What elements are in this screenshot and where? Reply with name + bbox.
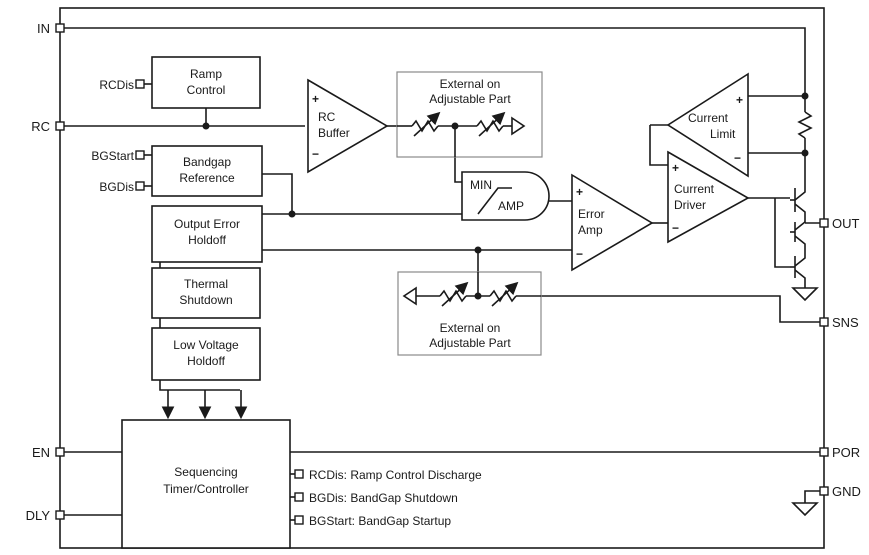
external-top-resistors: [397, 111, 526, 157]
min-amp-block: MIN AMP: [461, 171, 550, 221]
svg-text:Control: Control: [187, 83, 226, 97]
svg-text:−: −: [734, 151, 741, 165]
svg-text:Current: Current: [688, 111, 729, 125]
svg-text:Adjustable Part: Adjustable Part: [429, 336, 511, 350]
svg-text:Timer/Controller: Timer/Controller: [163, 482, 249, 496]
thermal-shutdown-block: Thermal Shutdown: [151, 267, 261, 319]
legend-item: BGDis: BandGap Shutdown: [309, 491, 458, 505]
low-voltage-holdoff-block: Low Voltage Holdoff: [151, 327, 261, 381]
svg-text:Output Error: Output Error: [174, 217, 240, 231]
svg-text:Ramp: Ramp: [190, 67, 222, 81]
pin-gnd-label: GND: [832, 484, 861, 499]
svg-text:Error: Error: [578, 207, 605, 221]
svg-text:External on: External on: [440, 321, 501, 335]
svg-text:Limit: Limit: [710, 127, 736, 141]
svg-text:+: +: [672, 161, 679, 175]
legend-item: RCDis: Ramp Control Discharge: [309, 468, 482, 482]
current-driver-amplifier: + − Current Driver: [667, 150, 750, 244]
external-bottom-resistors: [402, 272, 541, 307]
svg-text:−: −: [312, 147, 319, 161]
svg-text:Holdoff: Holdoff: [187, 354, 225, 368]
internal-input-labels: RCDis BGStart BGDis: [91, 78, 134, 194]
legend-item: BGStart: BandGap Startup: [309, 514, 451, 528]
error-amp-amplifier: + − Error Amp: [571, 173, 654, 272]
svg-text:Driver: Driver: [674, 198, 706, 212]
rcdis-label: RCDis: [99, 78, 134, 92]
bgstart-label: BGStart: [91, 149, 134, 163]
pin-labels: IN RC EN DLY OUT SNS POR GND: [26, 21, 861, 523]
pin-en-label: EN: [32, 445, 50, 460]
pin-sns-label: SNS: [832, 315, 859, 330]
output-error-holdoff-block: Output Error Holdoff: [151, 205, 263, 263]
pin-por-label: POR: [832, 445, 860, 460]
external-bottom-box: External on Adjustable Part: [397, 271, 542, 356]
pin-dly-label: DLY: [26, 508, 51, 523]
sequencing-timer-controller-block: Sequencing Timer/Controller: [121, 419, 291, 549]
svg-text:Buffer: Buffer: [318, 126, 350, 140]
svg-text:Low Voltage: Low Voltage: [173, 338, 239, 352]
svg-text:Adjustable Part: Adjustable Part: [429, 92, 511, 106]
svg-text:Thermal: Thermal: [184, 277, 228, 291]
bgdis-label: BGDis: [99, 180, 134, 194]
pin-in-label: IN: [37, 21, 50, 36]
ramp-control-block: Ramp Control: [151, 56, 261, 109]
svg-text:−: −: [576, 247, 583, 261]
svg-text:+: +: [312, 92, 319, 106]
svg-text:Reference: Reference: [179, 171, 235, 185]
svg-text:AMP: AMP: [498, 199, 524, 213]
svg-text:RC: RC: [318, 110, 336, 124]
svg-text:+: +: [576, 185, 583, 199]
svg-text:Bandgap: Bandgap: [183, 155, 231, 169]
svg-text:Amp: Amp: [578, 223, 603, 237]
svg-text:Holdoff: Holdoff: [188, 233, 226, 247]
pin-out-label: OUT: [832, 216, 860, 231]
bandgap-reference-block: Bandgap Reference: [151, 145, 263, 197]
external-top-box: External on Adjustable Part: [396, 71, 543, 158]
pin-rc-label: RC: [31, 119, 50, 134]
svg-text:Sequencing: Sequencing: [174, 465, 237, 479]
rc-buffer-amplifier: + − RC Buffer: [307, 78, 389, 174]
svg-text:−: −: [672, 221, 679, 235]
svg-text:MIN: MIN: [470, 178, 492, 192]
wires: [60, 27, 824, 521]
svg-text:Current: Current: [674, 182, 715, 196]
svg-text:+: +: [736, 93, 743, 107]
svg-text:External on: External on: [440, 77, 501, 91]
pin-markers: [55, 23, 829, 525]
svg-text:Shutdown: Shutdown: [179, 293, 232, 307]
chip-outline: [59, 7, 825, 549]
current-limit-amplifier: + − Current Limit: [666, 72, 749, 178]
legend: RCDis: Ramp Control Discharge BGDis: Ban…: [309, 468, 482, 528]
